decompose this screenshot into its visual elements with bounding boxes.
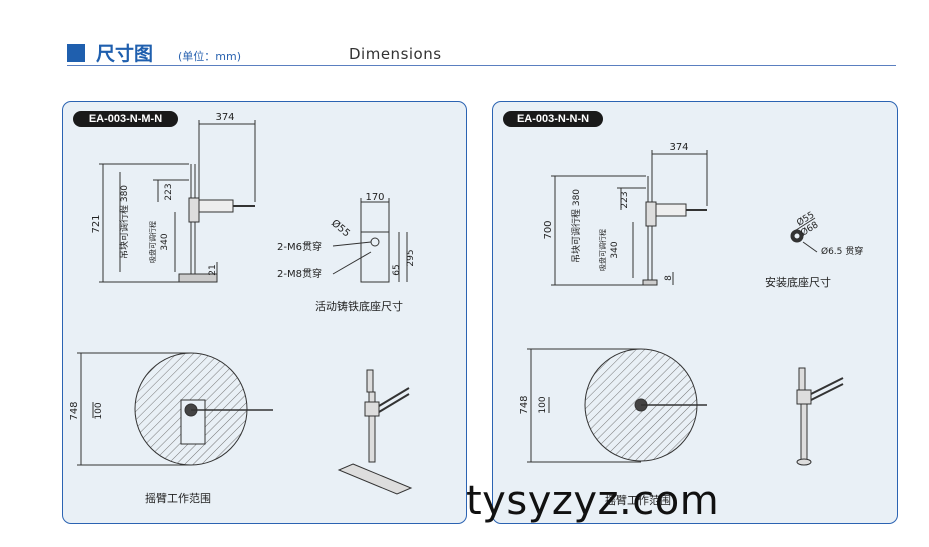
dim-base-height: 8 (664, 275, 674, 281)
dim-base-width: 170 (365, 192, 384, 203)
dim-upper: 223 (620, 191, 630, 208)
dim-reach: 374 (215, 112, 234, 123)
unit-note: (单位：mm) (178, 50, 242, 63)
watermark-text: tysyzyz.com (466, 478, 720, 524)
dim-adjust-range: 吊块可调行程 380 (570, 189, 582, 263)
caption-mount: 安装底座尺寸 (765, 276, 831, 289)
swing-inner-right: 100 (538, 396, 548, 413)
section-title-english: Dimensions (349, 45, 442, 63)
dim-h2: 295 (406, 249, 416, 266)
dim-lower: 340 (160, 233, 170, 250)
left-drawing: 374 721 吊块可调行程 380 223 吸盘可调行程 340 21 170… (69, 112, 416, 495)
caption-base: 活动铸铁底座尺寸 (315, 300, 403, 313)
caption-swing-right: 摇臂工作范围 (605, 494, 671, 507)
header-divider (67, 65, 896, 66)
header-square-icon (67, 44, 85, 62)
right-drawing: 374 700 吊块可调行程 380 223 吸盘可调行程 340 8 Ø55 … (519, 142, 863, 466)
dim-lower-label: 吸盘可调行程 (148, 221, 157, 263)
dim-diameter: Ø55 (329, 217, 353, 239)
swing-diameter-left: 748 (69, 401, 80, 420)
section-title: 尺寸图 (96, 43, 154, 65)
model-badge: EA-003-N-N-N (503, 111, 603, 127)
model-badge: EA-003-N-M-N (73, 111, 178, 127)
label-m6: 2-M6贯穿 (277, 240, 322, 253)
dim-upper: 223 (164, 183, 174, 200)
dim-lower-label: 吸盘可调行程 (598, 229, 607, 271)
dim-reach: 374 (669, 142, 688, 153)
swing-inner-left: 100 (94, 402, 104, 419)
dim-total-height: 721 (91, 214, 102, 233)
caption-swing-left: 摇臂工作范围 (145, 492, 211, 505)
dim-adjust-range: 吊块可调行程 380 (118, 185, 130, 259)
dim-h1: 65 (392, 264, 402, 275)
swing-diameter-right: 748 (519, 395, 530, 414)
dim-total-height: 700 (543, 220, 554, 239)
label-m8: 2-M8贯穿 (277, 267, 322, 280)
dim-hole: Ø6.5 贯穿 (821, 245, 863, 257)
panel-ea-003-n-m-n: EA-003-N-M-N 374 721 吊块可调行程 380 223 (62, 101, 467, 524)
panel-ea-003-n-n-n: EA-003-N-N-N 374 700 吊块可调行程 380 223 吸盘可调… (492, 101, 898, 524)
dim-lower: 340 (610, 241, 620, 258)
dim-base-height: 21 (208, 264, 218, 275)
